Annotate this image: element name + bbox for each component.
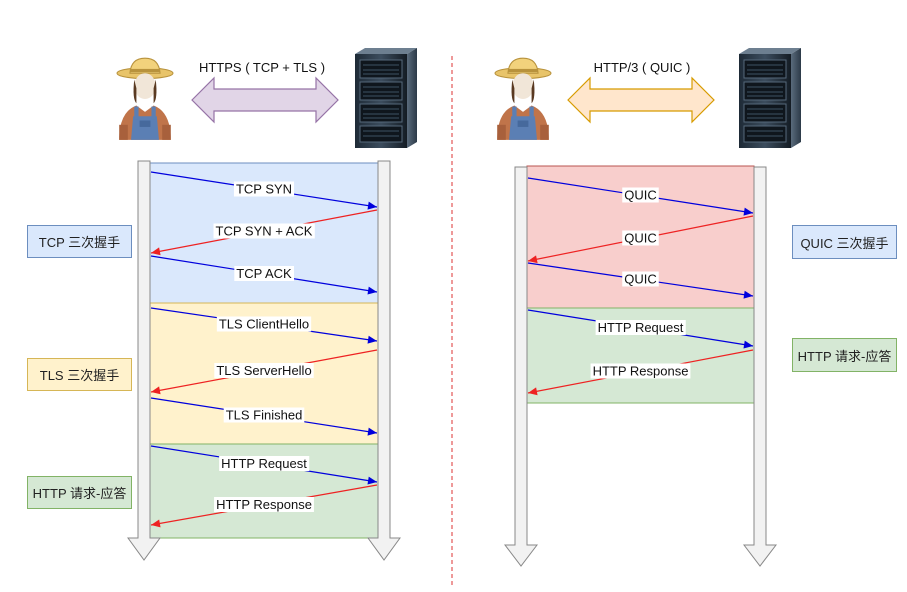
client-lifeline [503,166,539,567]
message-label: TCP ACK [236,266,292,281]
message-label: TLS ServerHello [216,363,311,378]
message-arrowhead [743,340,753,349]
phase-label-http-request-response: HTTP 请求-应答 [27,476,132,509]
message-label-background [595,320,686,335]
message-arrowhead [367,427,377,436]
message-label: HTTP Response [216,497,312,512]
phase-label-http-request-response: HTTP 请求-应答 [792,338,897,372]
client-user-icon [116,57,174,141]
message-arrowhead [367,286,377,295]
message-arrowhead [528,255,538,264]
message-label-background [213,223,315,239]
message-label: TCP SYN + ACK [216,224,313,239]
server-lifeline [367,160,401,561]
message-label-background [234,266,295,281]
message-label: TLS Finished [226,408,303,423]
message-arrowhead [151,247,161,256]
message-label: HTTP Request [221,456,307,471]
message-arrowhead [151,519,161,528]
bidirectional-arrow [567,76,715,124]
phase-label-tls-handshake: TLS 三次握手 [27,358,132,391]
phase-label-tcp-handshake: TCP 三次握手 [27,225,132,258]
message-label-background [233,181,295,197]
message-arrows: TCP SYN TCP SYN + ACK TCP ACK TLS ClientHel… [150,171,378,528]
message-arrowhead [367,476,377,485]
server-lifeline [742,166,778,567]
client-lifeline [127,160,161,561]
message-label: HTTP Response [593,364,689,379]
protocol-label: HTTP/3 ( QUIC ) [594,60,691,75]
server-rack-icon [738,48,802,148]
message-label-background [214,497,314,512]
message-label-background [590,363,691,379]
message-arrowhead [367,335,377,344]
http3-panel: HTTP/3 ( QUIC ) QUIC QUIC QUIC HTTP Request… [494,48,802,567]
bidirectional-arrow [191,76,339,124]
message-label-background [219,456,310,471]
message-label: TLS ClientHello [219,317,309,332]
message-label-background [622,187,659,203]
message-label: TCP SYN [236,182,292,197]
client-user-icon [494,57,552,141]
message-arrowhead [151,386,161,395]
message-arrowhead [367,201,377,210]
message-arrowhead [528,387,538,396]
message-label: QUIC [624,231,657,246]
message-arrowhead [743,290,753,299]
protocol-label: HTTPS ( TCP + TLS ) [199,60,325,75]
server-rack-icon [354,48,418,148]
message-label: QUIC [624,188,657,203]
message-label-background [223,407,305,423]
message-label-background [216,316,312,332]
https-panel: HTTPS ( TCP + TLS ) TCP SYN TCP SYN + ACK… [116,48,418,561]
message-label-background [622,230,659,246]
phase-label-quic-handshake: QUIC 三次握手 [792,225,897,259]
message-label: HTTP Request [598,320,684,335]
message-label-background [622,271,659,287]
message-label-background [214,363,314,378]
message-label: QUIC [624,272,657,287]
message-arrowhead [743,207,753,216]
